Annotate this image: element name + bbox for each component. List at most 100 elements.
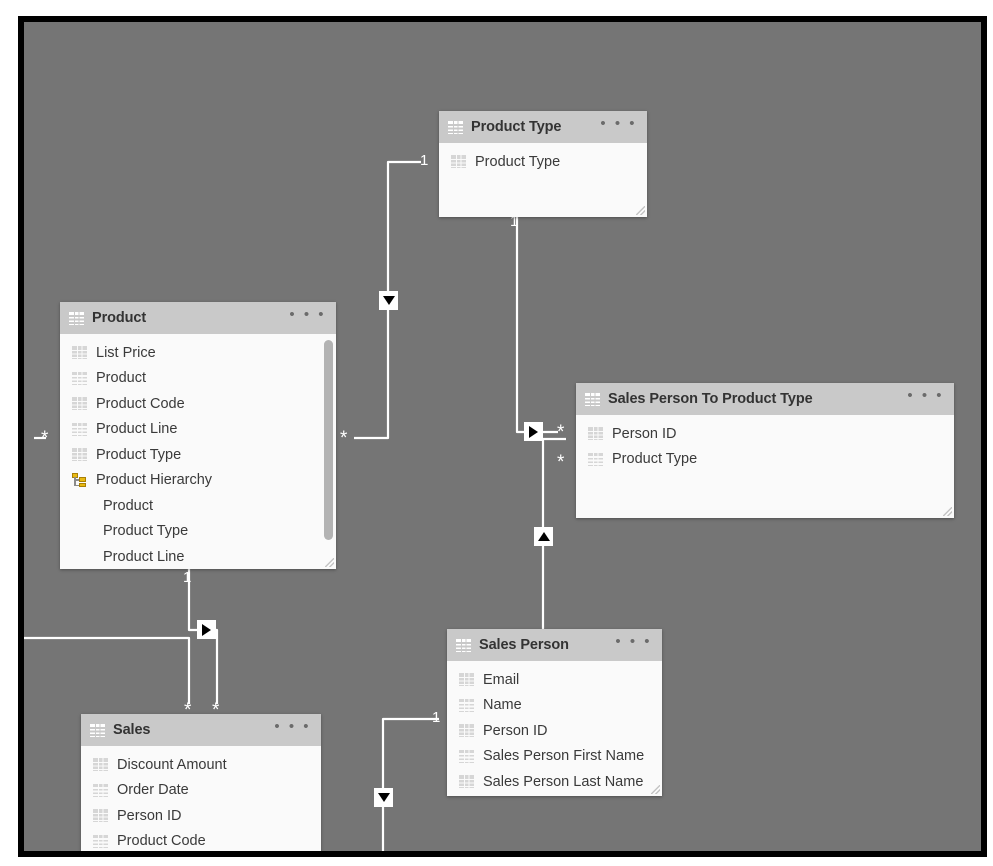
- table-card-product-type[interactable]: Product Type • • • Product Type: [439, 111, 647, 217]
- field-label: Product Code: [117, 833, 206, 850]
- column-icon: [459, 775, 474, 789]
- cardinality-one-product-sales: 1: [183, 569, 192, 586]
- table-fields-product-type: Product Type: [439, 143, 647, 181]
- table-card-sales-person-to-product-type[interactable]: Sales Person To Product Type • • • Perso…: [576, 383, 954, 518]
- field-row[interactable]: Sales Person Last Name: [447, 769, 662, 795]
- cardinality-one-product-type-bridge: 1: [510, 213, 519, 230]
- triangle-down-icon: [382, 296, 395, 305]
- table-icon: [90, 723, 105, 737]
- field-row[interactable]: Discount Amount: [81, 752, 321, 778]
- field-label: Person ID: [117, 807, 182, 824]
- field-label: Product: [96, 370, 146, 387]
- table-menu-button[interactable]: • • •: [274, 718, 311, 735]
- field-row[interactable]: Product Type: [576, 447, 954, 473]
- field-row[interactable]: List Price: [60, 340, 336, 366]
- field-row[interactable]: Product Type: [60, 442, 336, 468]
- line-offscreen-to-sales: [24, 636, 191, 704]
- field-row[interactable]: Name: [447, 693, 662, 719]
- triangle-right-icon: [529, 425, 538, 438]
- table-header-sales-person[interactable]: Sales Person • • •: [447, 629, 662, 661]
- table-card-sales[interactable]: Sales • • • Discount Amount Order Date P…: [81, 714, 321, 851]
- table-icon: [585, 392, 600, 406]
- table-header-sales-person-to-product-type[interactable]: Sales Person To Product Type • • •: [576, 383, 954, 415]
- resize-grip[interactable]: [636, 206, 645, 215]
- cardinality-many-sales-from-product: *: [212, 700, 220, 721]
- field-row[interactable]: Product Code: [60, 391, 336, 417]
- table-menu-button[interactable]: • • •: [615, 633, 652, 650]
- field-label: Email: [483, 671, 520, 688]
- cardinality-many-sales-offscreen: *: [184, 700, 192, 721]
- field-row[interactable]: Person ID: [81, 803, 321, 829]
- table-card-sales-person[interactable]: Sales Person • • • Email Name Person ID: [447, 629, 662, 796]
- hierarchy-level-row[interactable]: Product: [60, 493, 336, 519]
- cross-filter-arrow-product-type-bridge[interactable]: [524, 422, 543, 441]
- table-title: Sales Person To Product Type: [608, 391, 813, 407]
- table-menu-button[interactable]: • • •: [600, 115, 637, 132]
- cross-filter-arrow-sales-person-sales[interactable]: [374, 788, 393, 807]
- column-icon: [451, 155, 466, 169]
- field-label: Product Line: [103, 548, 185, 565]
- column-icon: [72, 448, 87, 462]
- diagram-frame: 1 * 1 * 1 * 1 * * * 1: [18, 16, 987, 857]
- table-icon: [448, 120, 463, 134]
- line-sales-person-to-sales: [381, 717, 439, 851]
- resize-grip[interactable]: [651, 785, 660, 794]
- column-icon: [588, 427, 603, 441]
- triangle-up-icon: [537, 532, 550, 541]
- table-menu-button[interactable]: • • •: [907, 387, 944, 404]
- vertical-scrollbar[interactable]: [324, 340, 333, 540]
- field-row[interactable]: Email: [447, 667, 662, 693]
- field-row[interactable]: Person ID: [447, 718, 662, 744]
- field-row[interactable]: Order Date: [81, 778, 321, 804]
- resize-grip[interactable]: [325, 558, 334, 567]
- table-header-product[interactable]: Product • • •: [60, 302, 336, 334]
- line-product-type-to-bridge: [515, 212, 558, 434]
- table-icon: [69, 311, 84, 325]
- cross-filter-arrow-product-sales[interactable]: [197, 620, 216, 639]
- field-row[interactable]: Product Type: [439, 149, 647, 175]
- field-row-hierarchy[interactable]: Product Hierarchy: [60, 468, 336, 494]
- field-label: Person ID: [483, 722, 548, 739]
- cardinality-many-product-from-product-type: *: [340, 428, 348, 449]
- cross-filter-arrow-sales-person-bridge[interactable]: [534, 527, 553, 546]
- table-fields-sales: Discount Amount Order Date Person ID Pro…: [81, 746, 321, 851]
- field-row[interactable]: Sales Person First Name: [447, 744, 662, 770]
- column-icon: [72, 371, 87, 385]
- field-row[interactable]: Product: [60, 366, 336, 392]
- field-row[interactable]: Product Line: [60, 417, 336, 443]
- column-icon: [459, 673, 474, 687]
- cardinality-many-bridge-from-sales-person: *: [557, 452, 565, 473]
- field-label: List Price: [96, 344, 156, 361]
- field-label: Sales Person First Name: [483, 748, 645, 765]
- column-icon: [72, 346, 87, 360]
- field-label: Product Code: [96, 395, 185, 412]
- column-icon: [93, 783, 108, 797]
- table-fields-sales-person: Email Name Person ID Sales Person First …: [447, 661, 662, 796]
- table-card-product[interactable]: Product • • • List Price Product Product…: [60, 302, 336, 569]
- column-icon: [588, 452, 603, 466]
- cardinality-many-bridge-from-product-type: *: [557, 422, 565, 443]
- table-header-sales[interactable]: Sales • • •: [81, 714, 321, 746]
- field-label: Product Type: [475, 153, 561, 170]
- table-fields-sales-person-to-product-type: Person ID Product Type: [576, 415, 954, 478]
- cross-filter-arrow-product-type-product[interactable]: [379, 291, 398, 310]
- table-menu-button[interactable]: • • •: [289, 306, 326, 323]
- triangle-down-icon: [377, 793, 390, 802]
- table-title: Product Type: [471, 119, 562, 135]
- table-header-product-type[interactable]: Product Type • • •: [439, 111, 647, 143]
- column-icon: [72, 397, 87, 411]
- hierarchy-level-row[interactable]: Product Line: [60, 544, 336, 569]
- table-title: Sales: [113, 722, 151, 738]
- table-title: Product: [92, 310, 147, 326]
- column-icon: [93, 758, 108, 772]
- table-title: Sales Person: [479, 637, 569, 653]
- cardinality-many-product-offscreen: *: [41, 428, 49, 449]
- resize-grip[interactable]: [943, 507, 952, 516]
- model-diagram-canvas[interactable]: 1 * 1 * 1 * 1 * * * 1: [24, 22, 981, 851]
- hierarchy-level-row[interactable]: Product Type: [60, 519, 336, 545]
- field-label: Order Date: [117, 782, 189, 799]
- field-row[interactable]: Person ID: [576, 421, 954, 447]
- field-row[interactable]: Product Code: [81, 829, 321, 852]
- column-icon: [72, 422, 87, 436]
